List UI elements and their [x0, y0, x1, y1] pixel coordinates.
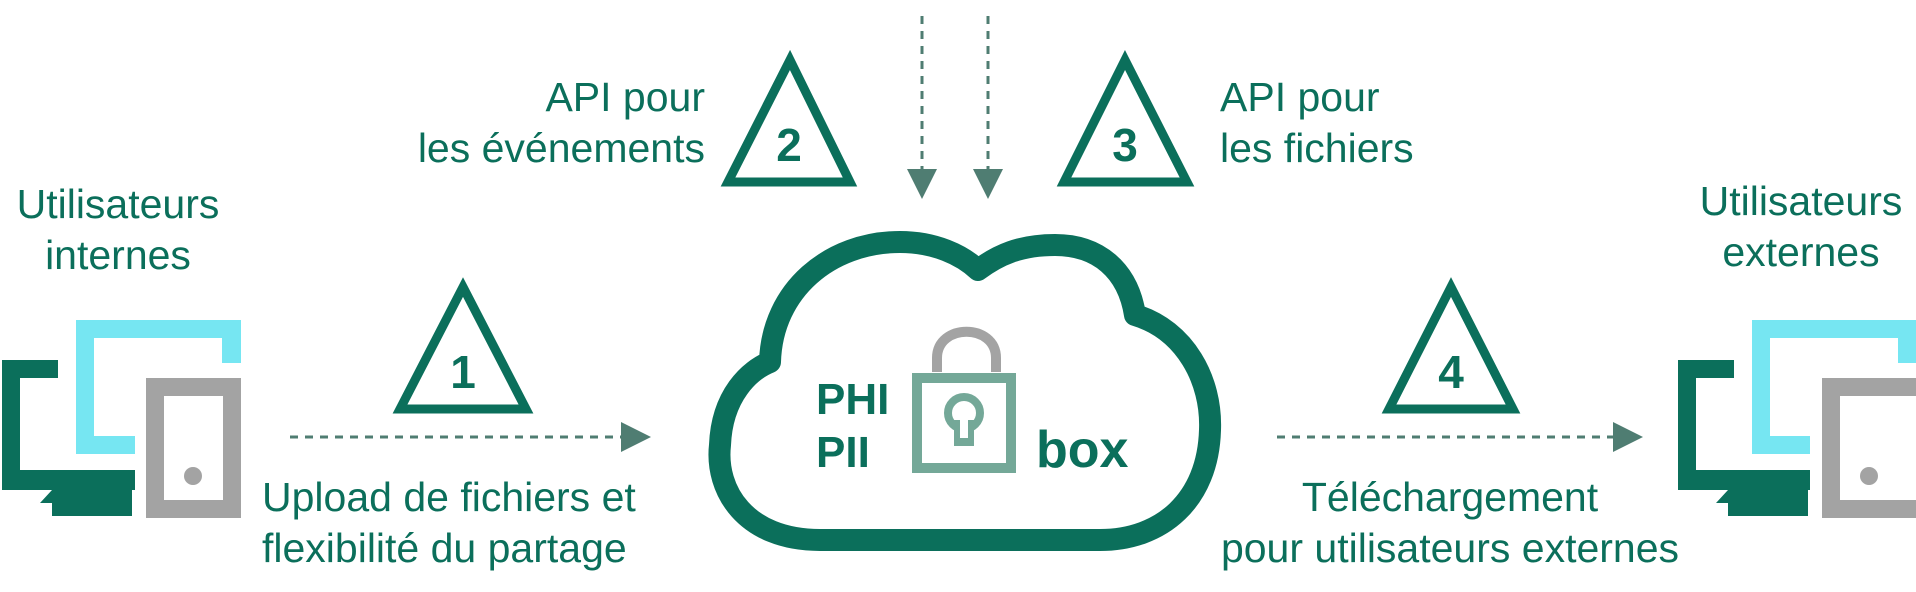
internal-users-device-icon — [2, 320, 241, 518]
internal-users-label: Utilisateurs internes — [16, 181, 220, 278]
warning-triangle-icon-4 — [1381, 277, 1521, 414]
phi-label: PHI — [816, 375, 890, 424]
external-users-device-icon — [1678, 320, 1916, 518]
upload-label: Upload de fichiers et flexibilité du par… — [262, 474, 636, 571]
step-number-3: 3 — [1112, 119, 1138, 171]
warning-triangle-icon-3 — [1056, 50, 1195, 187]
api-events-label: API pour les événements — [417, 74, 705, 171]
padlock-icon — [912, 326, 1016, 473]
box-logo: box — [1036, 421, 1129, 479]
download-label: Téléchargement pour utilisateurs externe… — [1220, 474, 1680, 571]
api-files-label: API pour les fichiers — [1220, 74, 1414, 171]
warning-triangle-icon-1 — [392, 277, 534, 414]
monitor-front — [2, 360, 135, 503]
tablet-button — [184, 467, 202, 485]
step-number-4: 4 — [1438, 346, 1464, 398]
monitor-back-cyan — [76, 320, 241, 454]
pii-label: PII — [816, 428, 870, 477]
cloud-icon — [708, 231, 1222, 551]
step-number-2: 2 — [776, 119, 802, 171]
external-users-label: Utilisateurs externes — [1699, 178, 1903, 275]
step-number-1: 1 — [450, 346, 476, 398]
monitor-stand — [52, 490, 132, 516]
warning-triangle-icon-2 — [720, 49, 858, 187]
